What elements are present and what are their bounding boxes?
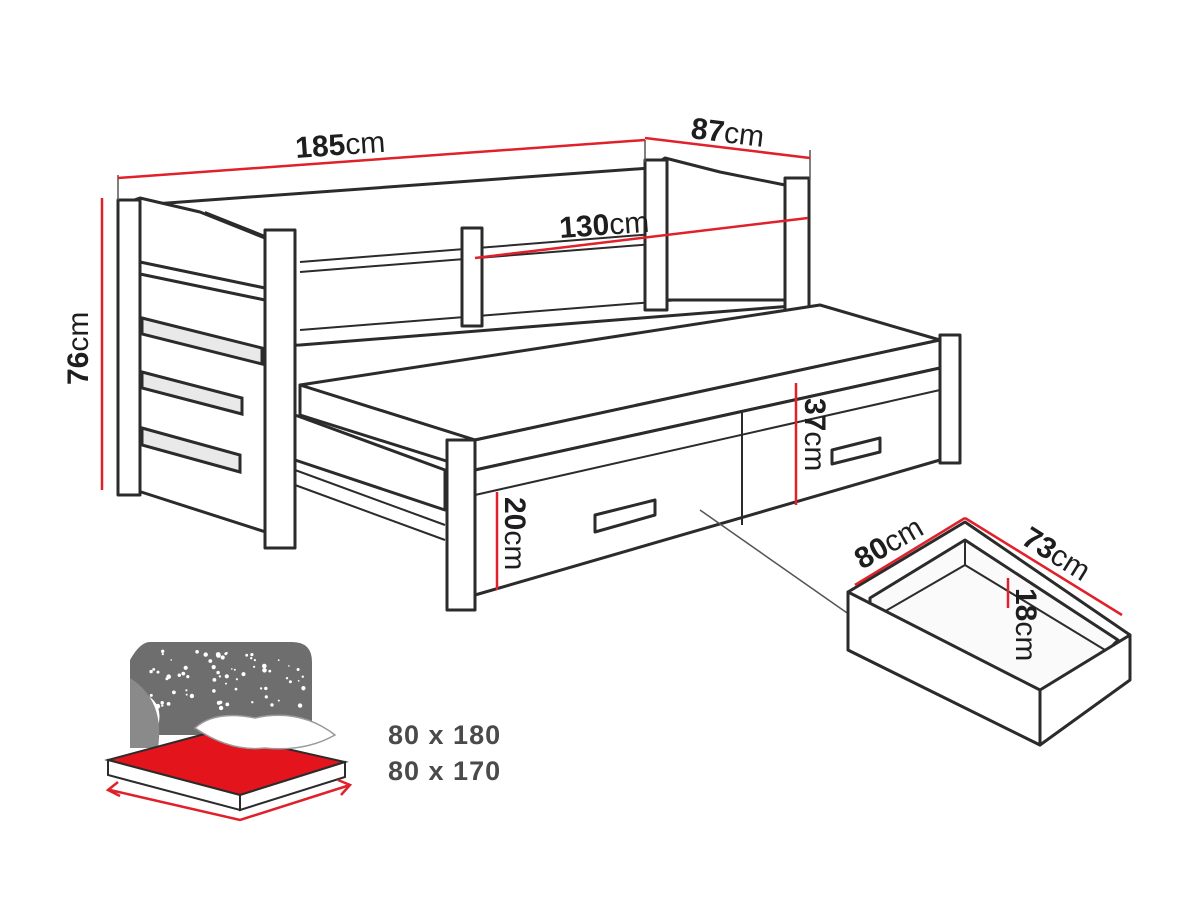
- star-icon: [212, 678, 217, 682]
- star-icon: [264, 695, 268, 699]
- star-icon: [185, 689, 188, 692]
- star-icon: [250, 653, 254, 657]
- star-icon: [288, 665, 290, 667]
- star-icon: [302, 688, 305, 691]
- star-icon: [189, 693, 195, 699]
- star-icon: [208, 659, 213, 663]
- star-icon: [183, 665, 188, 670]
- star-icon: [216, 670, 220, 675]
- bed-illustration: [116, 156, 962, 616]
- star-icon: [296, 668, 300, 671]
- star-icon: [234, 687, 238, 691]
- star-icon: [195, 650, 199, 654]
- star-icon: [185, 693, 188, 696]
- star-icon: [186, 675, 190, 679]
- star-icon: [233, 668, 236, 671]
- star-icon: [170, 659, 172, 661]
- star-icon: [301, 675, 304, 678]
- star-icon: [285, 677, 289, 680]
- star-icon: [253, 659, 256, 662]
- star-icon: [251, 701, 254, 704]
- mattress-sizes: 80 x 180 80 x 170: [388, 720, 501, 786]
- star-icon: [149, 693, 153, 697]
- star-icon: [155, 703, 161, 709]
- mattress-size-2: 80 x 170: [388, 756, 501, 786]
- star-icon: [235, 678, 238, 681]
- star-icon: [177, 673, 181, 677]
- star-icon: [231, 668, 233, 670]
- star-icon: [250, 657, 253, 660]
- label-inner-length: 130cm: [558, 206, 650, 245]
- star-icon: [149, 649, 306, 711]
- pillow-icon: [193, 714, 337, 750]
- star-icon: [203, 652, 208, 657]
- star-icon: [218, 675, 222, 678]
- star-icon: [277, 659, 280, 661]
- star-icon: [165, 677, 169, 681]
- star-icon: [218, 705, 224, 711]
- label-depth: 87cm: [689, 112, 766, 154]
- star-icon: [288, 680, 292, 684]
- star-icon: [297, 680, 300, 682]
- star-icon: [277, 699, 280, 702]
- label-length: 185cm: [294, 126, 386, 165]
- star-icon: [270, 703, 274, 707]
- star-icon: [156, 670, 160, 674]
- star-icon: [225, 682, 227, 685]
- label-height: 76cm: [62, 312, 95, 385]
- star-icon: [211, 665, 216, 670]
- night-sky-icon: [130, 642, 312, 735]
- star-icon: [253, 665, 256, 668]
- star-icon: [149, 669, 153, 674]
- star-icon: [212, 689, 216, 693]
- star-icon: [297, 703, 303, 708]
- star-icon: [172, 690, 176, 695]
- star-icon: [216, 700, 221, 705]
- star-icon: [262, 668, 267, 673]
- star-icon: [161, 649, 165, 653]
- star-icon: [264, 686, 268, 691]
- star-icon: [245, 653, 249, 657]
- star-icon: [166, 702, 171, 706]
- label-lower-front: 20cm: [498, 497, 531, 570]
- star-icon: [161, 653, 164, 656]
- star-icon: [301, 686, 306, 691]
- star-icon: [241, 672, 246, 677]
- mattress-size-1: 80 x 180: [388, 720, 501, 750]
- star-icon: [160, 701, 164, 705]
- dimension-lines: [100, 136, 1123, 617]
- star-icon: [224, 674, 229, 679]
- star-icon: [152, 668, 156, 671]
- mattress-icon: [104, 642, 353, 822]
- star-icon: [259, 687, 263, 690]
- star-icon: [181, 671, 186, 676]
- label-drawer-height: 18cm: [1009, 588, 1042, 661]
- star-icon: [220, 655, 225, 660]
- star-icon: [225, 702, 230, 707]
- star-icon: [161, 704, 164, 707]
- drawer-illustration: [846, 520, 1132, 747]
- star-icon: [262, 663, 267, 669]
- star-icon: [268, 669, 272, 673]
- star-icon: [215, 652, 221, 657]
- star-icon: [224, 652, 228, 656]
- label-drawer-front: 37cm: [798, 398, 831, 471]
